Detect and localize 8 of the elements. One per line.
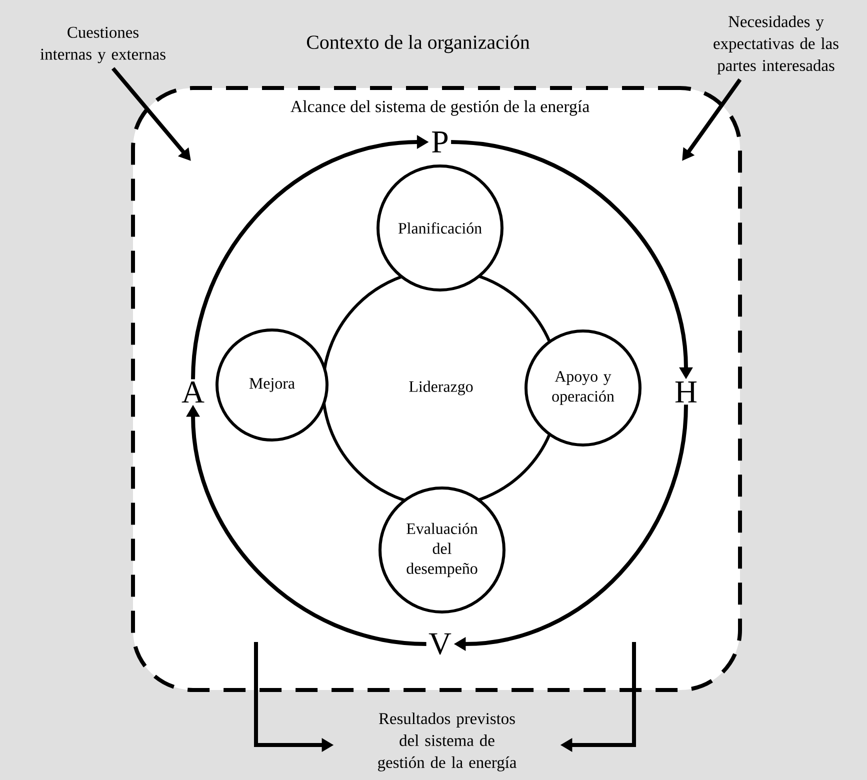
- cycle-letter: A: [182, 381, 204, 403]
- cycle-letter: H: [675, 382, 697, 402]
- cycle-letter: V: [428, 633, 452, 655]
- title: Contexto de la organización: [306, 34, 530, 54]
- cycle-letter: P: [432, 132, 448, 152]
- outside-text: Necesidades y expectativas de las partes interesadas: [714, 16, 838, 74]
- outside-text: Resultados previstos del sistema de gestión de la energía: [378, 712, 516, 772]
- outside-text: Cuestiones internas y externas: [40, 26, 166, 64]
